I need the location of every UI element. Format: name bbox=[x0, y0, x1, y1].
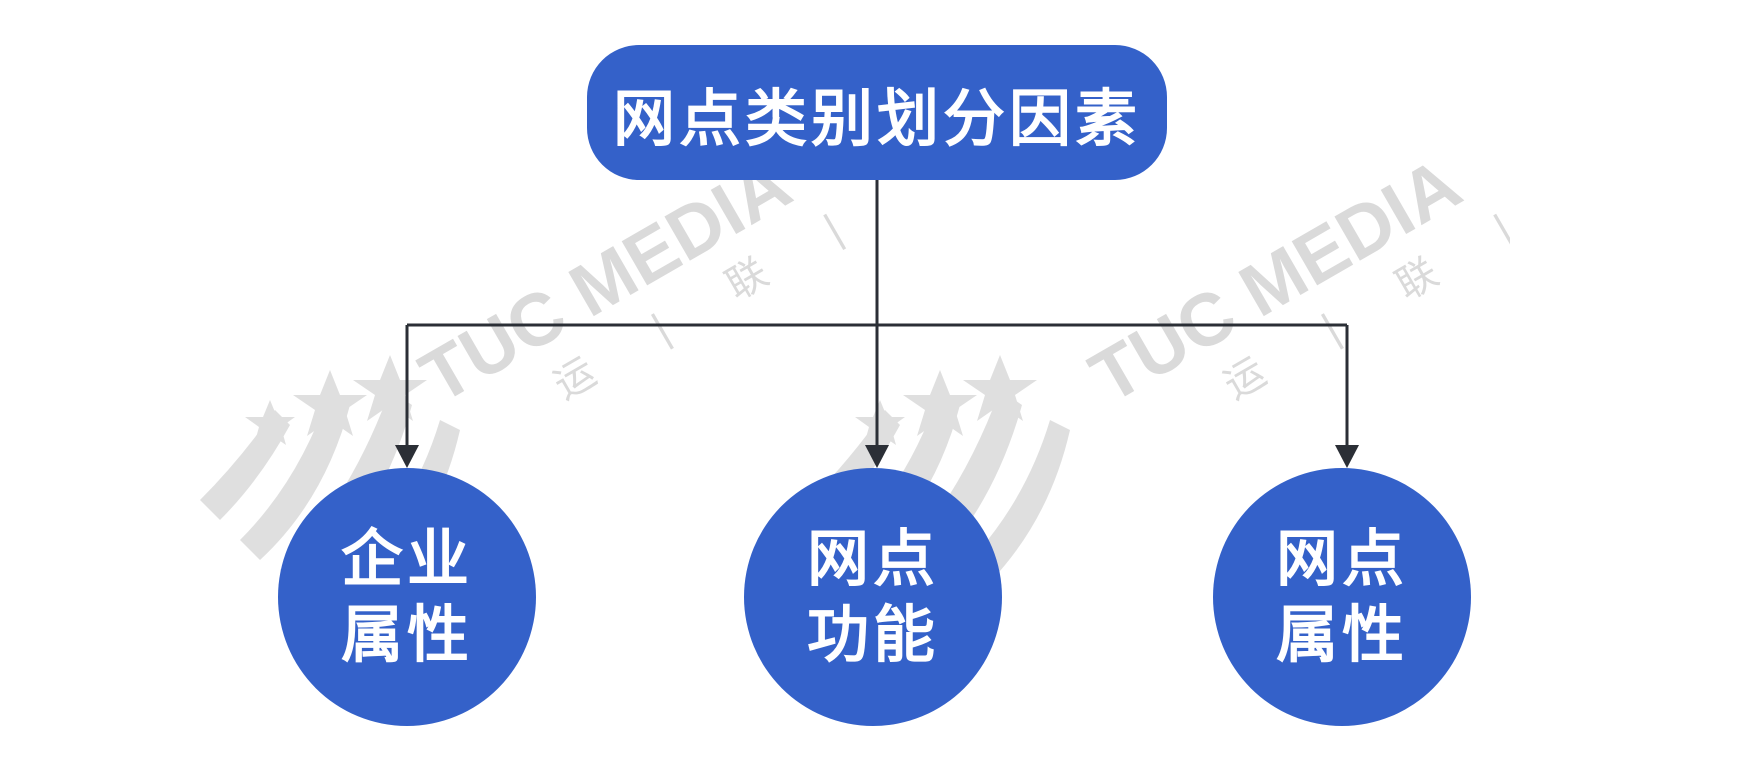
child-node-outlet-function: 网点 功能 bbox=[744, 468, 1002, 726]
child-node-label-line2: 属性 bbox=[340, 598, 473, 671]
child-node-label-line1: 网点 bbox=[1275, 522, 1408, 595]
child-node-label-line1: 网点 bbox=[806, 522, 939, 595]
child-node-label-line2: 属性 bbox=[1275, 598, 1408, 671]
arrowhead-1 bbox=[395, 445, 419, 468]
child-node-outlet-attributes: 网点 属性 bbox=[1213, 468, 1471, 726]
root-node: 网点类别划分因素 bbox=[587, 45, 1167, 180]
root-node-label: 网点类别划分因素 bbox=[612, 81, 1141, 155]
arrowhead-2 bbox=[865, 445, 889, 468]
child-node-enterprise-attributes: 企业 属性 bbox=[278, 468, 536, 726]
child-node-label-line2: 功能 bbox=[806, 598, 939, 671]
child-node-label-line1: 企业 bbox=[340, 522, 473, 595]
arrowhead-3 bbox=[1335, 445, 1359, 468]
